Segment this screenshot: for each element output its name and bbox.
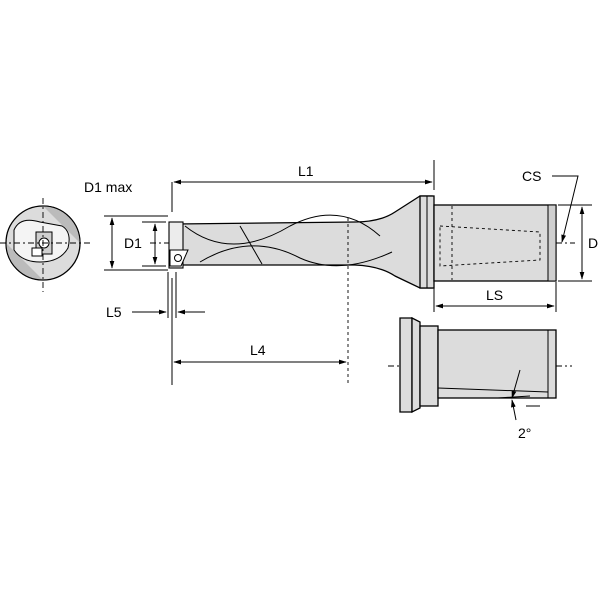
dim-l5: L5 [106, 272, 205, 320]
angle-label: 2° [518, 425, 531, 441]
end-view [0, 198, 90, 292]
cs-label: CS [522, 168, 541, 184]
d1-max-label: D1 max [84, 179, 132, 195]
dim-l1: L1 [171, 160, 435, 212]
d1-label: D1 [124, 235, 142, 251]
drill-side-view [150, 195, 575, 385]
d-label: D [588, 235, 598, 251]
dim-d1: D1 max D1 [84, 179, 168, 271]
l1-label: L1 [298, 163, 314, 179]
shank-detail-view: 2° [388, 316, 572, 441]
l4-label: L4 [250, 342, 266, 358]
ls-label: LS [486, 287, 503, 303]
dim-shank: CS D LS [433, 168, 598, 312]
l5-label: L5 [106, 304, 122, 320]
dim-l4: L4 [171, 278, 347, 385]
